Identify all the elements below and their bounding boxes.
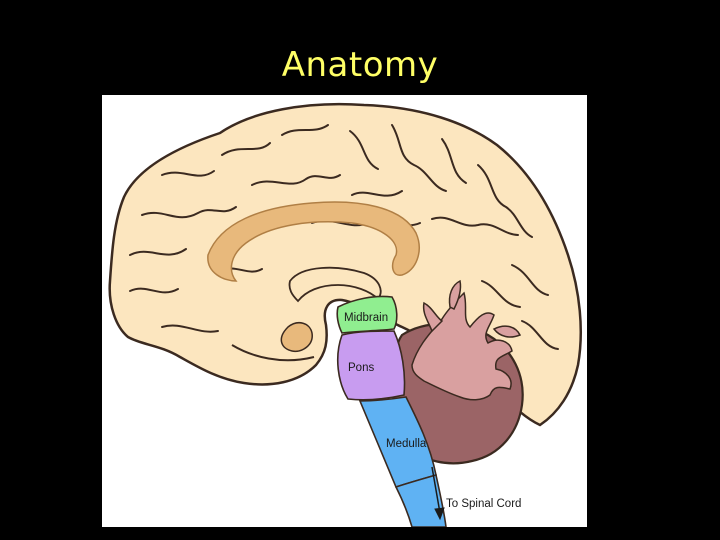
spinal-cord-arrow <box>431 466 445 521</box>
label-medulla: Medulla <box>386 438 427 450</box>
hypothalamus <box>280 322 313 353</box>
brain-diagram: Midbrain Pons Medulla To Spinal Cord <box>102 95 587 527</box>
fornix <box>288 266 382 303</box>
label-midbrain: Midbrain <box>344 312 388 324</box>
midbrain-region <box>336 295 398 334</box>
temporal-lobe-edge <box>231 344 315 362</box>
label-pons: Pons <box>348 362 374 374</box>
pons-region <box>336 330 406 401</box>
slide-title: Anatomy <box>281 45 439 85</box>
sulci-lines <box>129 124 559 350</box>
brain-diagram-svg: Midbrain Pons Medulla To Spinal Cord <box>108 102 582 527</box>
arbor-vitae <box>411 279 522 401</box>
label-spinal-cord: To Spinal Cord <box>446 498 521 510</box>
spinal-cord <box>394 473 447 527</box>
corpus-callosum <box>207 201 420 282</box>
